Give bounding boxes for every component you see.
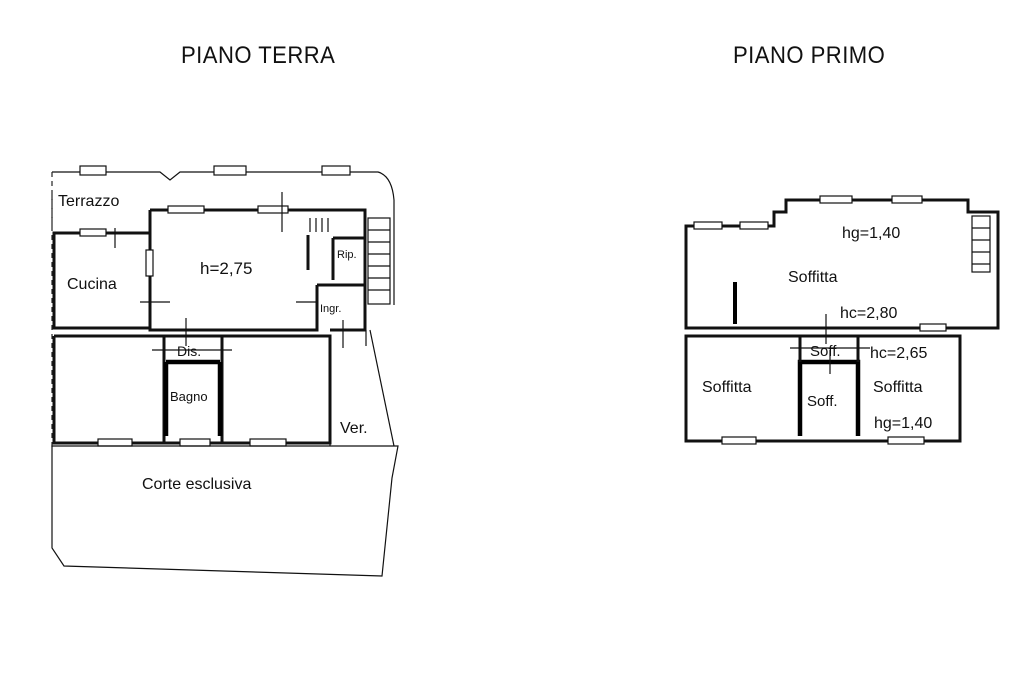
gutter-height-top-label: hg=1,40 (842, 225, 900, 242)
window (739, 221, 769, 230)
terrace-window (321, 165, 351, 176)
ground-floor-title: PIANO TERRA (181, 42, 336, 69)
window (919, 323, 947, 332)
ridge-height-main-label: hc=2,80 (840, 305, 897, 322)
attic-small-top-label: Soff. (810, 343, 841, 360)
window (819, 195, 853, 204)
window (693, 221, 723, 230)
door-markers (114, 192, 344, 351)
living-height-label: h=2,75 (200, 259, 252, 278)
ground-floor-plan: Terrazzo Cucina h=2,75 Rip. Ingr. Dis. B… (51, 165, 399, 577)
window (167, 205, 205, 214)
terrace-window (79, 165, 107, 176)
attic-right-label: Soffitta (873, 379, 923, 396)
courtyard-label: Corte esclusiva (142, 476, 251, 493)
kitchen-living-outline (52, 210, 319, 332)
window (721, 436, 757, 445)
storage-label: Rip. (337, 249, 357, 261)
first-floor-title: PIANO PRIMO (733, 42, 886, 69)
attic-left-label: Soffitta (702, 379, 752, 396)
window (887, 436, 925, 445)
window (179, 438, 211, 447)
kitchen-label: Cucina (67, 276, 117, 293)
attic-main-label: Soffitta (788, 269, 838, 286)
terrace-balustrade (52, 171, 395, 305)
lower-attic-outline (684, 334, 962, 443)
window (79, 228, 107, 237)
entrance-label: Ingr. (320, 303, 341, 315)
hallway-label: Dis. (177, 343, 201, 359)
interior-stair-steps (309, 218, 329, 232)
first-floor-stair (971, 215, 991, 273)
upper-attic-outline (684, 198, 1000, 330)
attic-small-center-label: Soff. (807, 393, 838, 410)
bathroom-label: Bagno (170, 389, 208, 404)
first-floor-plan: hg=1,40 Soffitta hc=2,80 Soff. hc=2,65 S… (684, 195, 1000, 445)
terrace-window (213, 165, 247, 176)
exterior-staircase (367, 217, 391, 305)
window (249, 438, 287, 447)
terrace-label: Terrazzo (58, 193, 119, 210)
window (891, 195, 923, 204)
window (257, 205, 289, 214)
first-floor-door-markers (790, 314, 870, 374)
veranda-label: Ver. (340, 420, 368, 437)
courtyard-outline (51, 445, 399, 577)
window (145, 249, 154, 277)
ridge-height-right-label: hc=2,65 (870, 345, 927, 362)
gutter-height-right-label: hg=1,40 (874, 415, 932, 432)
window (97, 438, 133, 447)
small-attic-walls (797, 359, 861, 436)
veranda-outline (329, 329, 395, 447)
